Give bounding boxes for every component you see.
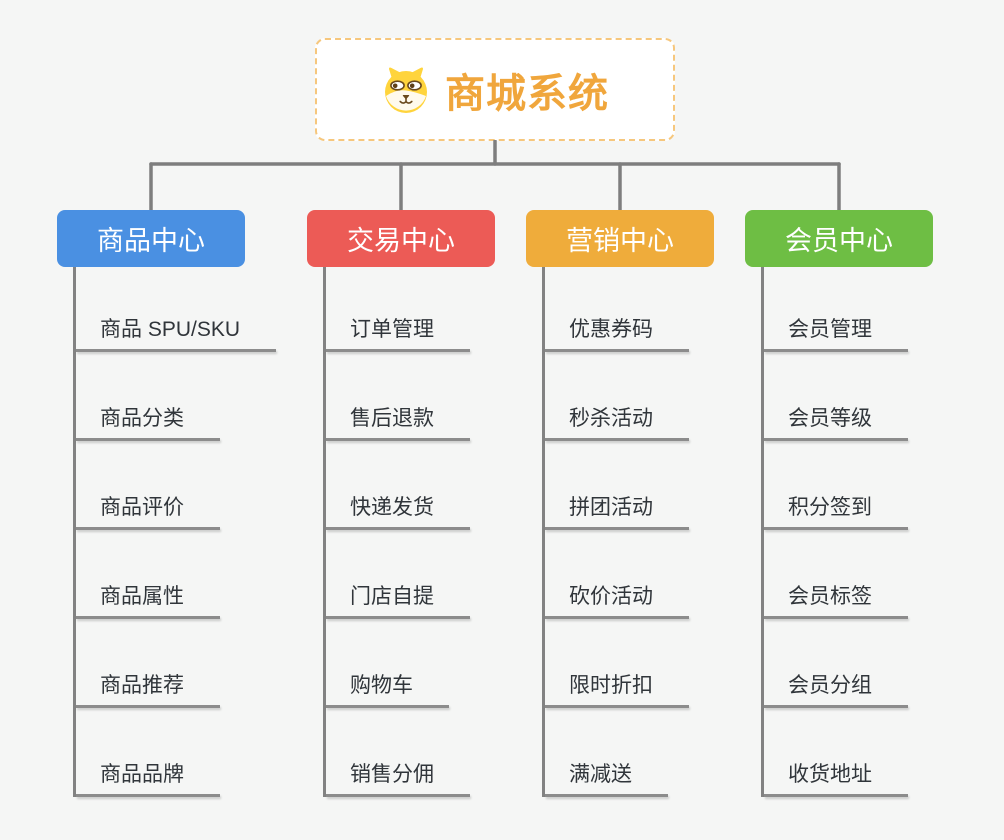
mindmap-node[interactable]: 收货地址 [764, 708, 908, 797]
branch-header-label: 营销中心 [566, 226, 674, 256]
mindmap-node[interactable]: 门店自提 [326, 530, 470, 619]
dog-face-icon [385, 66, 427, 113]
mindmap-node[interactable]: 会员等级 [764, 352, 908, 441]
branch-items-trade-center: 订单管理 售后退款 快递发货 门店自提 购物车 销售分佣 [323, 267, 470, 797]
mindmap-node[interactable]: 售后退款 [326, 352, 470, 441]
branch-header-label: 商品中心 [97, 226, 205, 256]
mindmap-node[interactable]: 商品 SPU/SKU [76, 267, 277, 352]
mindmap-node[interactable]: 积分签到 [764, 441, 908, 530]
mindmap-node[interactable]: 会员分组 [764, 619, 908, 708]
mindmap-node[interactable]: 砍价活动 [545, 530, 689, 619]
branch-header-member-center[interactable]: 会员中心 [745, 210, 933, 267]
root-title: 商城系统 [445, 71, 609, 116]
mindmap-node[interactable]: 商品评价 [76, 441, 220, 530]
branch-items-member-center: 会员管理 会员等级 积分签到 会员标签 会员分组 收货地址 [761, 267, 908, 797]
mindmap-node[interactable]: 商品品牌 [76, 708, 220, 797]
mindmap-node[interactable]: 订单管理 [326, 267, 470, 352]
mindmap-node[interactable]: 秒杀活动 [545, 352, 689, 441]
mindmap-node[interactable]: 销售分佣 [326, 708, 470, 797]
mindmap-node[interactable]: 优惠券码 [545, 267, 689, 352]
branch-items-marketing-center: 优惠券码 秒杀活动 拼团活动 砍价活动 限时折扣 满减送 [542, 267, 689, 797]
branch-header-marketing-center[interactable]: 营销中心 [526, 210, 714, 267]
mindmap-node[interactable]: 商品分类 [76, 352, 220, 441]
branch-header-trade-center[interactable]: 交易中心 [307, 210, 495, 267]
tree-connector-lines [149, 140, 841, 212]
mindmap-node[interactable]: 会员管理 [764, 267, 908, 352]
root-node[interactable]: 商城系统 [315, 38, 675, 141]
mindmap-node[interactable]: 满减送 [545, 708, 668, 797]
branch-header-product-center[interactable]: 商品中心 [57, 210, 245, 267]
mindmap-node[interactable]: 商品属性 [76, 530, 220, 619]
mindmap-node[interactable]: 会员标签 [764, 530, 908, 619]
branch-header-label: 交易中心 [347, 226, 455, 256]
branch-header-label: 会员中心 [785, 226, 893, 256]
mindmap-node[interactable]: 快递发货 [326, 441, 470, 530]
mindmap-node[interactable]: 拼团活动 [545, 441, 689, 530]
mindmap-node[interactable]: 购物车 [326, 619, 449, 708]
mindmap-node[interactable]: 限时折扣 [545, 619, 689, 708]
branch-items-product-center: 商品 SPU/SKU 商品分类 商品评价 商品属性 商品推荐 商品品牌 [73, 267, 277, 797]
mindmap-node[interactable]: 商品推荐 [76, 619, 220, 708]
